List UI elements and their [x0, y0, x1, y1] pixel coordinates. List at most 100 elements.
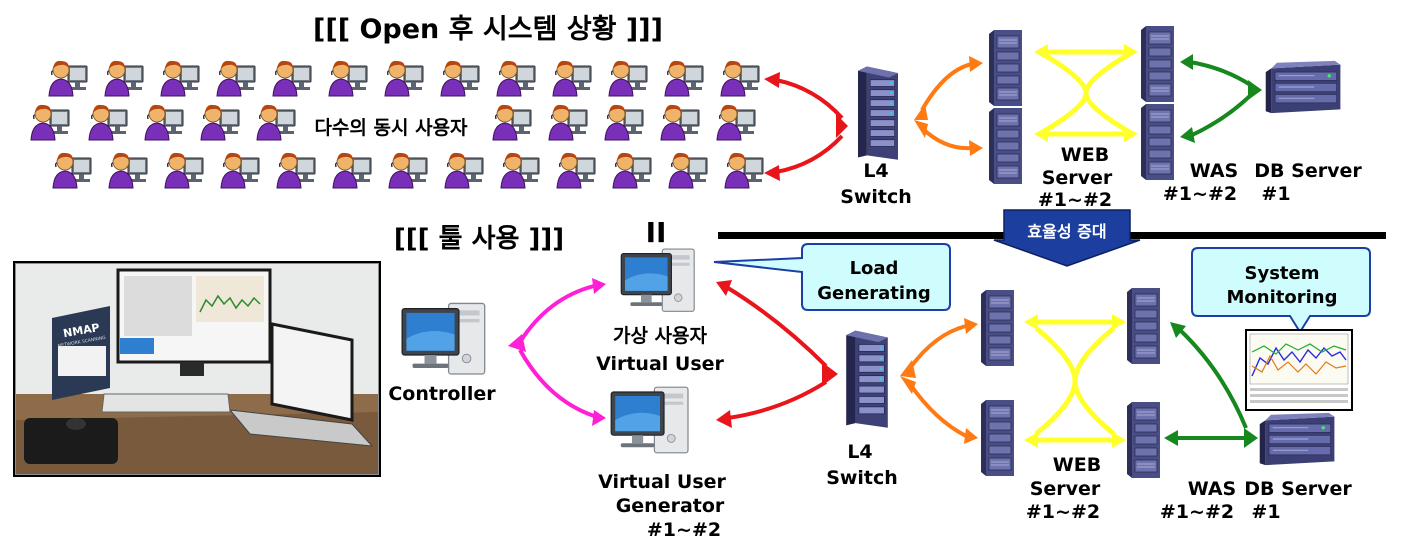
- bottom-was-label-line2: #1~#2: [1160, 501, 1234, 523]
- user-icon: [500, 152, 540, 189]
- user-icon: [30, 104, 70, 141]
- top-l4-web-arrows: [914, 56, 983, 156]
- top-l4-switch-icon: [857, 65, 899, 161]
- user-icon: [108, 152, 148, 189]
- top-was-label-line1: WAS: [1190, 160, 1239, 182]
- top-web-server-2-icon: [988, 107, 1023, 185]
- load-generating-line2: Generating: [817, 283, 931, 304]
- user-icon: [388, 152, 428, 189]
- user-icon: [556, 152, 596, 189]
- virtual-user-pc-icon: [620, 248, 695, 313]
- bottom-web-was-arrows: [1024, 314, 1126, 448]
- concurrent-users-label: 다수의 동시 사용자: [314, 117, 468, 139]
- bottom-l4-switch-icon: [845, 329, 889, 429]
- user-icon: [52, 152, 92, 189]
- bottom-l4-label-line2: Switch: [826, 467, 898, 489]
- top-l4-label-line1: L4: [863, 160, 888, 182]
- user-icon: [272, 60, 312, 97]
- efficiency-banner: [993, 209, 1141, 267]
- bottom-web-server-2-icon: [980, 399, 1015, 477]
- system-monitoring-line1: System: [1245, 263, 1320, 284]
- user-icon: [164, 152, 204, 189]
- top-was-server-2-icon: [1140, 103, 1175, 181]
- vug-label-line3: #1~#2: [647, 519, 721, 541]
- lab-setup-photo: NMAP NETWORK SCANNING: [13, 261, 381, 477]
- top-web-server-1-icon: [988, 29, 1023, 107]
- user-icon: [552, 60, 592, 97]
- top-web-label-line1: WEB: [1061, 144, 1109, 166]
- user-icon: [496, 60, 536, 97]
- user-icon: [328, 60, 368, 97]
- bottom-db-label-line1: DB Server: [1244, 478, 1352, 500]
- user-icon: [720, 60, 760, 97]
- top-web-label-line3: #1~#2: [1038, 189, 1112, 211]
- vug-label-line1: Virtual User: [598, 471, 726, 493]
- user-icon: [668, 152, 708, 189]
- top-was-server-1-icon: [1140, 25, 1175, 103]
- user-icon: [48, 60, 88, 97]
- book-title: NMAP: [62, 321, 100, 340]
- user-icon: [332, 152, 372, 189]
- top-db-label-line1: DB Server: [1254, 160, 1362, 182]
- load-generating-callout: [713, 243, 951, 311]
- system-monitoring-line2: Monitoring: [1227, 287, 1338, 308]
- monitoring-chart-icon: [1245, 329, 1353, 411]
- section-roman-numeral: II: [646, 216, 667, 249]
- top-web-label-line2: Server: [1042, 167, 1113, 189]
- user-icon: [604, 104, 644, 141]
- bottom-was-db-arrows: [1164, 322, 1258, 448]
- user-icon: [384, 60, 424, 97]
- user-icon: [440, 60, 480, 97]
- bottom-l4-web-arrows: [900, 318, 978, 444]
- user-icon: [492, 104, 532, 141]
- bottom-was-server-1-icon: [1126, 287, 1161, 365]
- top-db-label-line2: #1: [1261, 183, 1290, 205]
- user-icon: [104, 60, 144, 97]
- virtual-user-label-line1: 가상 사용자: [613, 325, 708, 347]
- user-icon: [716, 104, 756, 141]
- user-icon: [660, 104, 700, 141]
- bottom-was-label-line1: WAS: [1188, 478, 1237, 500]
- bottom-web-server-1-icon: [980, 289, 1015, 367]
- top-user-l4-arrows: [764, 72, 848, 181]
- user-icon: [548, 104, 588, 141]
- vu-l4-arrows: [716, 280, 838, 428]
- user-icon: [724, 152, 764, 189]
- bottom-db-server-icon: [1259, 412, 1335, 466]
- top-db-server-icon: [1265, 60, 1341, 114]
- user-icon: [608, 60, 648, 97]
- bottom-web-label-line2: Server: [1030, 478, 1101, 500]
- load-generating-line1: Load: [850, 258, 899, 279]
- user-icon: [88, 104, 128, 141]
- virtual-user-label-line2: Virtual User: [596, 353, 724, 375]
- bottom-l4-label-line1: L4: [847, 441, 872, 463]
- virtual-user-generator-pc-icon: [610, 386, 689, 454]
- user-icon: [256, 104, 296, 141]
- user-icon: [220, 152, 260, 189]
- vug-label-line2: Generator: [616, 495, 725, 517]
- bottom-section-title: [[[ 툴 사용 ]]]: [394, 224, 564, 254]
- top-section-title: [[[ Open 후 시스템 상황 ]]]: [313, 14, 663, 45]
- user-icon: [444, 152, 484, 189]
- top-web-was-arrows: [1034, 44, 1138, 142]
- user-icon: [664, 60, 704, 97]
- bottom-web-label-line1: WEB: [1053, 454, 1101, 476]
- user-icon: [200, 104, 240, 141]
- controller-vu-arrows: [508, 278, 606, 426]
- top-l4-label-line2: Switch: [840, 186, 912, 208]
- system-monitoring-callout: [1191, 247, 1371, 334]
- user-icon: [160, 60, 200, 97]
- top-was-db-arrows: [1180, 54, 1262, 143]
- bottom-was-server-2-icon: [1126, 401, 1161, 479]
- user-icon: [276, 152, 316, 189]
- top-was-label-line2: #1~#2: [1163, 183, 1237, 205]
- controller-label: Controller: [388, 383, 496, 405]
- bottom-web-label-line3: #1~#2: [1026, 501, 1100, 523]
- user-icon: [216, 60, 256, 97]
- bottom-db-label-line2: #1: [1251, 501, 1280, 523]
- user-icon: [612, 152, 652, 189]
- controller-pc-icon: [401, 302, 486, 375]
- user-icon: [144, 104, 184, 141]
- efficiency-label: 효율성 증대: [1027, 222, 1106, 241]
